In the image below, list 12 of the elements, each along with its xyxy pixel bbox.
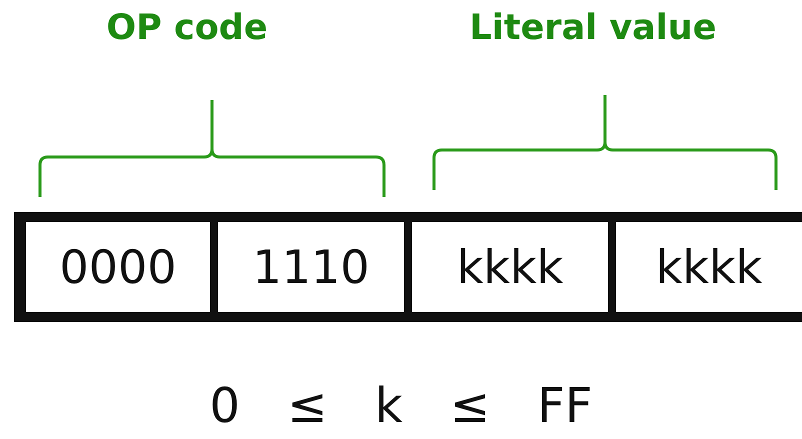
bit-value: kkkk bbox=[656, 240, 762, 294]
bit-value: 0000 bbox=[59, 240, 177, 294]
register-cell bbox=[616, 222, 802, 312]
bit-value: kkkk bbox=[456, 240, 564, 294]
register-cell bbox=[218, 222, 404, 312]
field-heading: Literal value bbox=[470, 8, 716, 48]
value-range: 0 ≤ k ≤ FF bbox=[209, 378, 593, 434]
field-heading: OP code bbox=[106, 8, 268, 48]
register-bar bbox=[14, 212, 802, 322]
register-cell bbox=[412, 222, 608, 312]
bit-value: 1110 bbox=[252, 240, 370, 294]
register-cell bbox=[26, 222, 210, 312]
